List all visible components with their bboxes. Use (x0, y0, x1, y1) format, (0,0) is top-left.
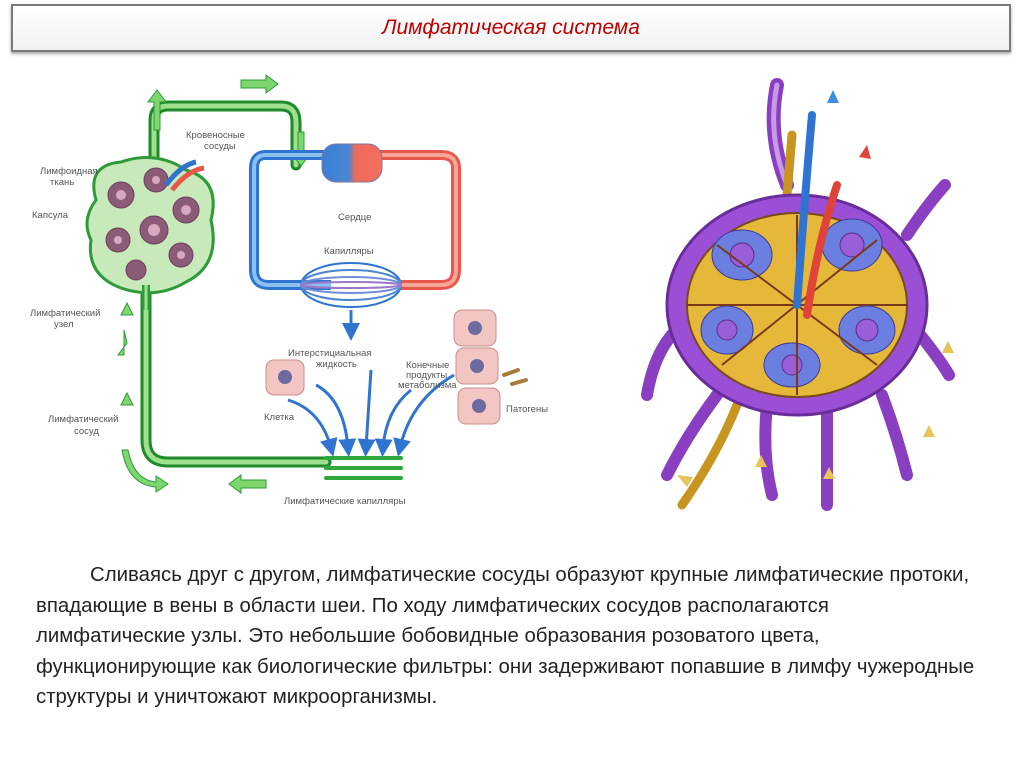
svg-text:узел: узел (54, 319, 74, 330)
label-heart: Сердце (338, 212, 371, 223)
svg-text:жидкость: жидкость (316, 359, 357, 370)
svg-text:ткань: ткань (50, 177, 74, 188)
body-paragraph: Сливаясь друг с другом, лимфатические со… (36, 560, 976, 713)
label-lymph-node: Лимфатический (30, 308, 100, 319)
label-capsule: Капсула (32, 210, 69, 221)
svg-text:метаболизма: метаболизма (398, 380, 457, 391)
label-capillaries: Капилляры (324, 246, 374, 257)
label-pathogens: Патогены (506, 404, 548, 415)
label-lymphoid-tissue: Лимфоидная (40, 166, 98, 177)
svg-text:сосуды: сосуды (204, 141, 236, 152)
label-interstitial-fluid: Интерстициальная (288, 348, 372, 359)
title-bar: Лимфатическая система (11, 4, 1011, 52)
label-cell: Клетка (264, 412, 295, 423)
lymphatic-circulation-diagram: Кровеносные сосуды Лимфоидная ткань Капс… (26, 70, 582, 520)
label-lymph-capillaries: Лимфатические капилляры (284, 496, 406, 507)
svg-text:сосуд: сосуд (74, 426, 99, 437)
slide-title: Лимфатическая система (382, 16, 640, 40)
label-blood-vessels: Кровеносные (186, 130, 245, 141)
label-lymph-vessel: Лимфатический (48, 414, 118, 425)
lymph-node-cross-section-illustration (627, 75, 960, 521)
lymph-node (87, 158, 213, 311)
